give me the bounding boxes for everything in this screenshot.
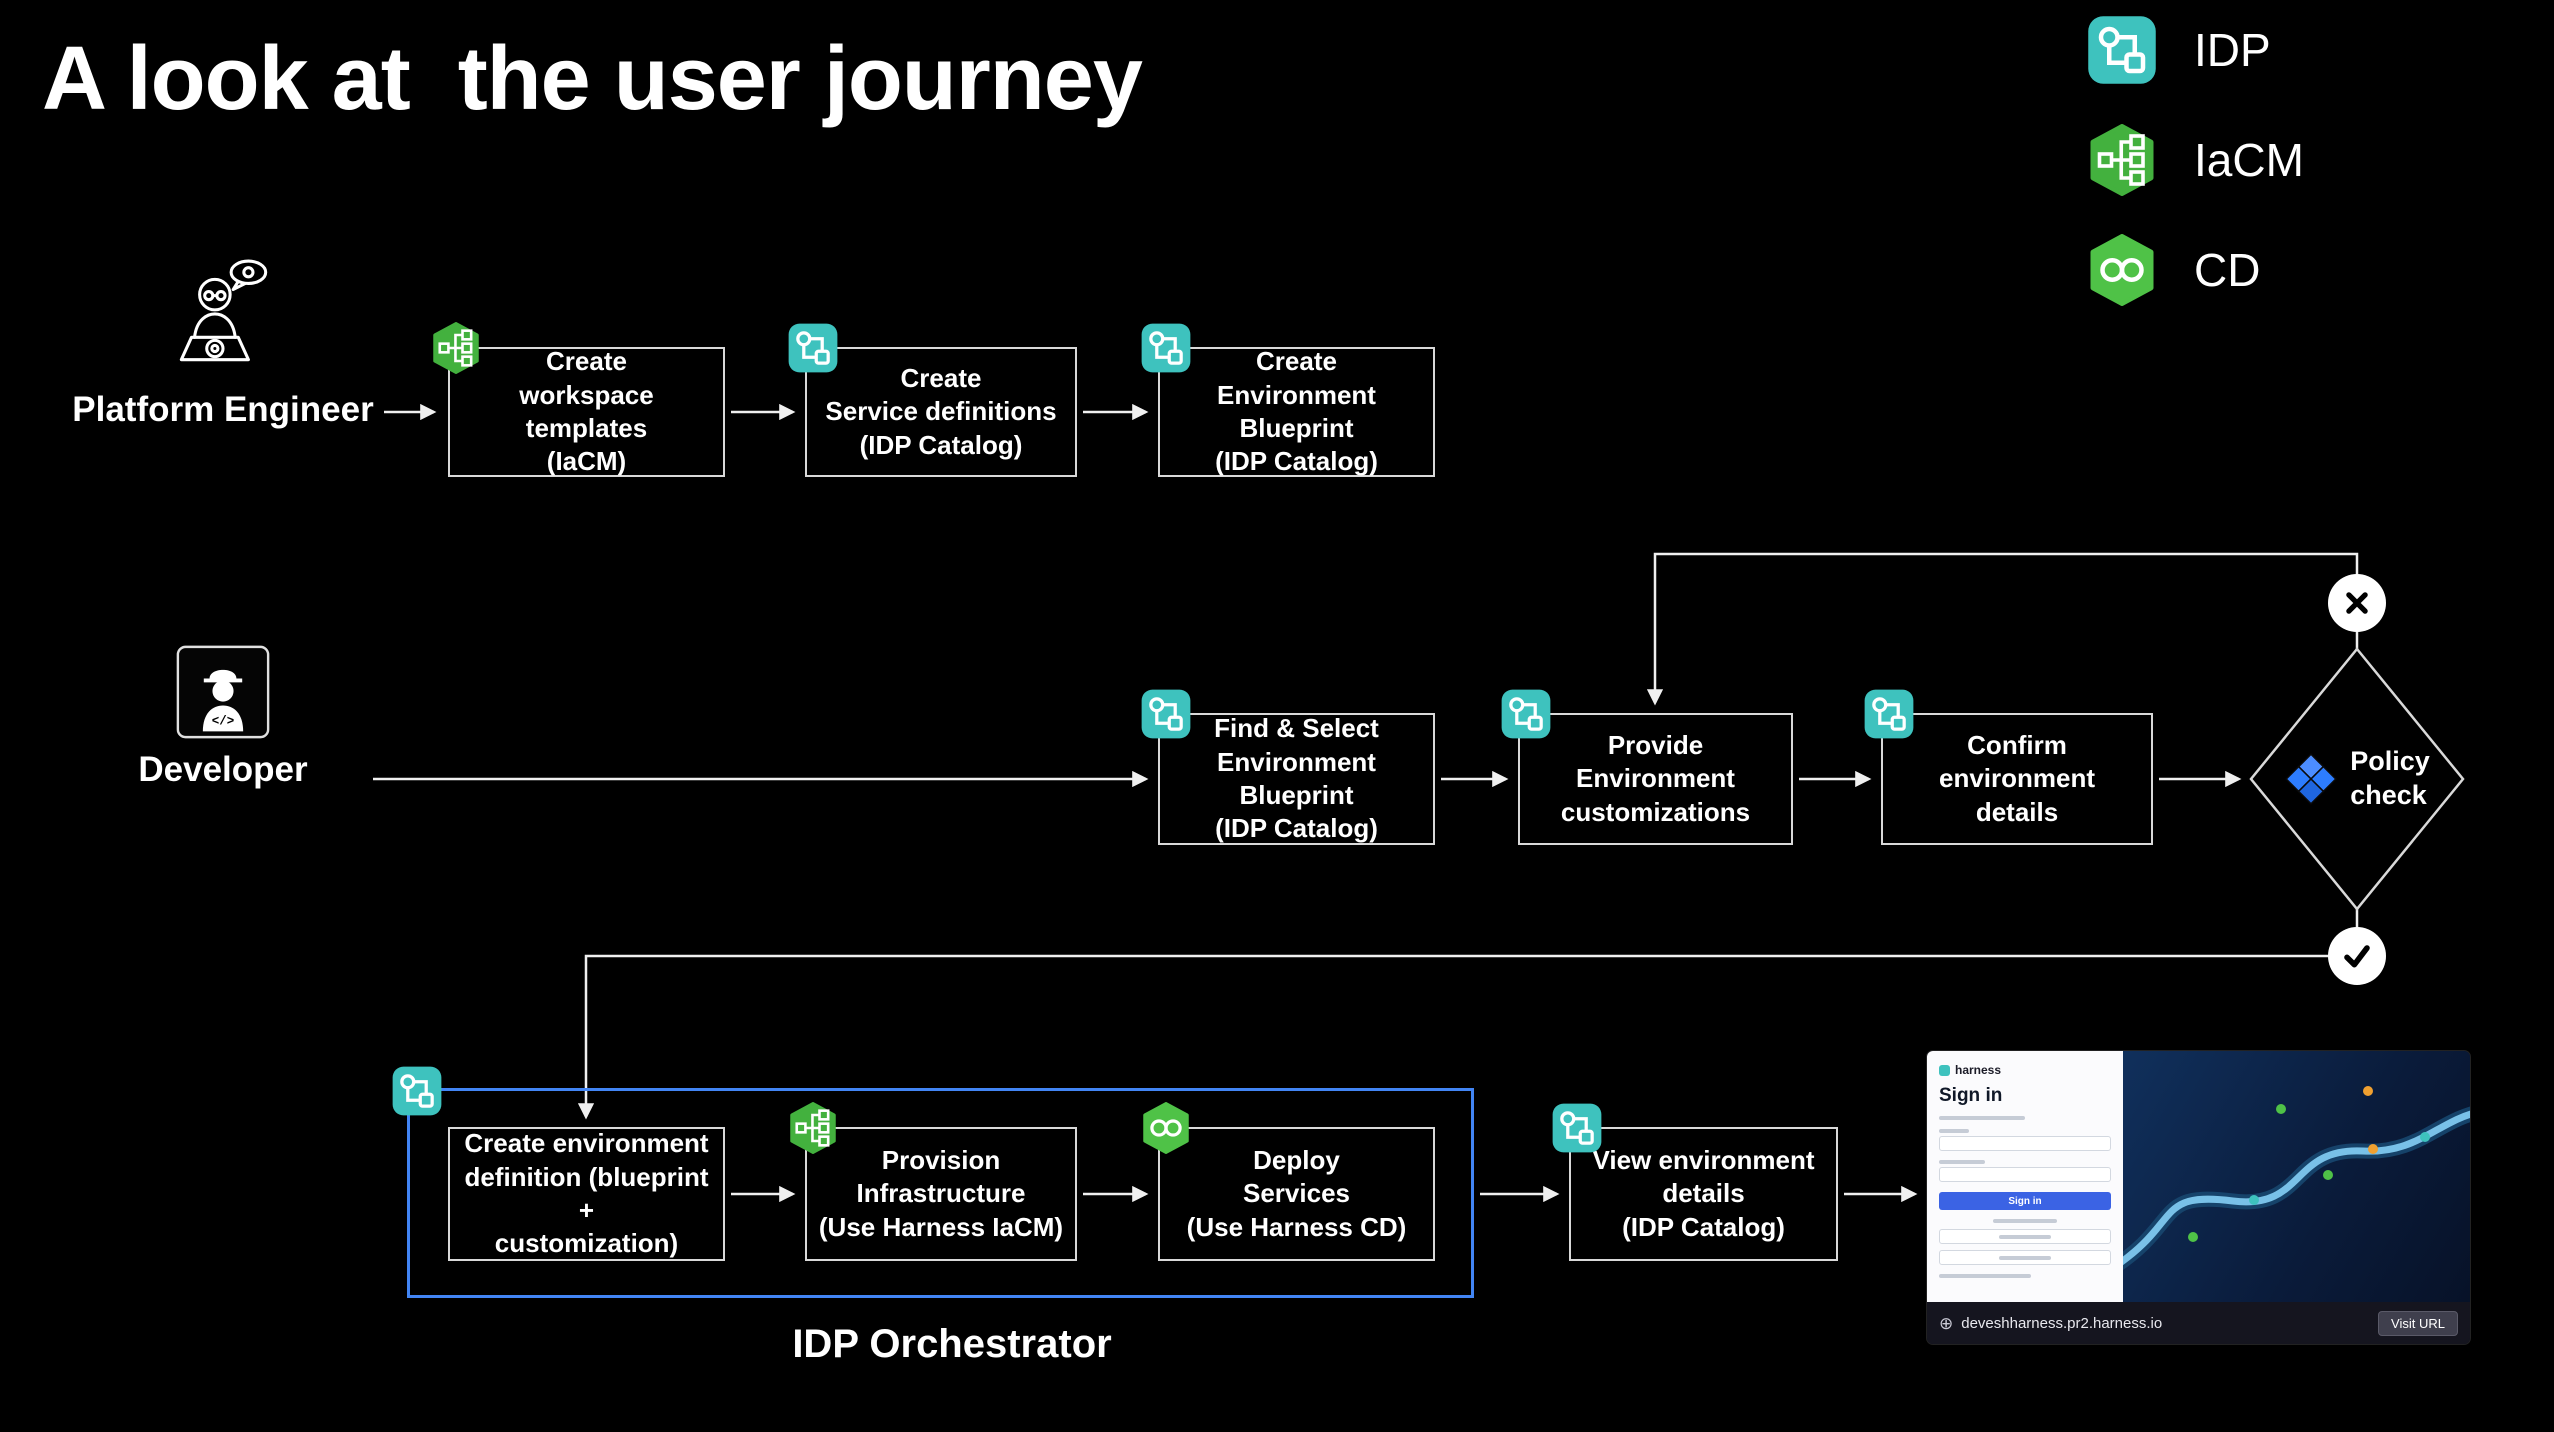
legend-item-iacm: IaCM	[2086, 124, 2304, 196]
engineer-at-laptop-icon	[167, 256, 279, 380]
decision-label: Policy check	[2350, 746, 2430, 810]
actor-platform-engineer: Platform Engineer	[38, 256, 408, 430]
legend: IDP IaCM CD	[2086, 14, 2304, 306]
text-bar	[1939, 1129, 1969, 1133]
text-bar	[1999, 1255, 2051, 1260]
step-create-environment-blueprint: Create Environment Blueprint (IDP Catalo…	[1158, 347, 1435, 477]
email-field[interactable]	[1939, 1136, 2111, 1151]
x-circle-icon	[2328, 574, 2386, 632]
github-signin-button[interactable]	[1939, 1250, 2111, 1265]
step-label: Deploy Services (Use Harness CD)	[1186, 1145, 1407, 1242]
legend-label: IDP	[2194, 24, 2271, 76]
step-create-workspace-templates: Create workspace templates (IaCM)	[448, 347, 725, 477]
signin-button[interactable]: Sign in	[1939, 1192, 2111, 1210]
idp-icon	[1551, 1102, 1603, 1154]
preview-url: deveshharness.pr2.harness.io	[1961, 1314, 2163, 1332]
text-bar	[1939, 1116, 2025, 1120]
step-confirm-environment-details: Confirm environment details	[1881, 713, 2153, 845]
password-field[interactable]	[1939, 1167, 2111, 1182]
text-bar	[1993, 1219, 2057, 1223]
actor-developer: Developer	[38, 644, 408, 790]
legend-label: IaCM	[2194, 134, 2304, 186]
idp-icon	[1500, 688, 1552, 740]
step-find-select-blueprint: Find & Select Environment Blueprint (IDP…	[1158, 713, 1435, 845]
visit-url-button[interactable]: Visit URL	[2378, 1310, 2458, 1336]
preview-url-bar: ⊕ deveshharness.pr2.harness.io Visit URL	[1927, 1302, 2470, 1344]
idp-icon	[1140, 688, 1192, 740]
signin-heading: Sign in	[1939, 1085, 2003, 1106]
actor-label: Developer	[138, 750, 308, 789]
actor-label: Platform Engineer	[72, 390, 374, 429]
step-label: Confirm environment details	[1938, 730, 2096, 827]
page-title: A look at the user journey	[42, 29, 1143, 129]
harness-logo-icon	[1939, 1064, 1950, 1076]
text-bar	[1939, 1160, 1985, 1164]
orchestrator-container	[407, 1088, 1474, 1298]
decision-policy-check: Policy check	[2251, 649, 2463, 909]
step-label: View environment details (IDP Catalog)	[1592, 1145, 1815, 1242]
step-label: Find & Select Environment Blueprint (IDP…	[1214, 713, 1379, 844]
harness-logo-text: harness	[1955, 1063, 2002, 1077]
journey-map-illustration	[2106, 1086, 2470, 1276]
check-circle-icon	[2328, 927, 2386, 985]
policy-check-icon	[2284, 752, 2338, 806]
step-create-environment-definition: Create environment definition (blueprint…	[448, 1127, 725, 1261]
globe-icon: ⊕	[1939, 1313, 1954, 1333]
step-label: Create Environment Blueprint (IDP Catalo…	[1215, 346, 1378, 477]
text-bar	[1999, 1234, 2051, 1239]
legend-item-idp: IDP	[2086, 14, 2304, 86]
browser-preview: harness Sign in Sign in	[1927, 1051, 2470, 1344]
cd-icon	[1140, 1102, 1192, 1154]
preview-signin-panel: harness Sign in Sign in	[1927, 1051, 2123, 1302]
step-label: Provision Infrastructure (Use Harness Ia…	[818, 1145, 1064, 1242]
step-create-service-definitions: Create Service definitions (IDP Catalog)	[805, 347, 1077, 477]
preview-app-window: harness Sign in Sign in	[1927, 1051, 2470, 1302]
idp-icon	[391, 1065, 443, 1117]
idp-icon	[1140, 322, 1192, 374]
step-label: Create workspace templates (IaCM)	[519, 346, 654, 477]
google-signin-button[interactable]	[1939, 1229, 2111, 1244]
iacm-icon	[787, 1102, 839, 1154]
step-label: Create Service definitions (IDP Catalog)	[825, 363, 1057, 460]
step-label: Provide Environment customizations	[1560, 730, 1751, 827]
idp-icon	[1863, 688, 1915, 740]
orchestrator-label: IDP Orchestrator	[792, 1322, 1112, 1366]
legend-item-cd: CD	[2086, 234, 2304, 306]
policy-diamond	[2249, 647, 2465, 911]
step-view-environment-details: View environment details (IDP Catalog)	[1569, 1127, 1838, 1261]
text-bar	[1939, 1274, 2031, 1278]
developer-icon	[175, 644, 271, 740]
step-deploy-services: Deploy Services (Use Harness CD)	[1158, 1127, 1435, 1261]
step-provision-infrastructure: Provision Infrastructure (Use Harness Ia…	[805, 1127, 1077, 1261]
step-provide-customizations: Provide Environment customizations	[1518, 713, 1793, 845]
iacm-icon	[430, 322, 482, 374]
preview-art-panel	[2106, 1051, 2470, 1302]
step-label: Create environment definition (blueprint…	[464, 1128, 709, 1259]
idp-icon	[787, 322, 839, 374]
legend-label: CD	[2194, 244, 2261, 296]
harness-logo: harness	[1939, 1063, 2111, 1077]
